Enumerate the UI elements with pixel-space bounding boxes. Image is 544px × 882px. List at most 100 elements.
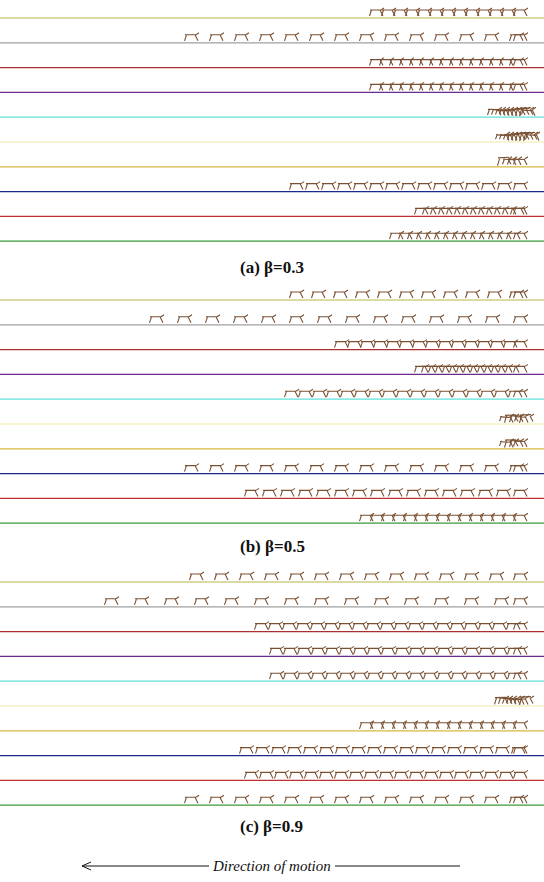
walker-figure: [471, 206, 486, 214]
walker-figure: [453, 389, 468, 397]
walker-figure: [410, 464, 425, 472]
walker-figure: [354, 646, 369, 654]
walker-figure: [444, 290, 459, 298]
walker-figure: [480, 746, 495, 754]
walker-figure: [514, 464, 529, 472]
walker-figure: [310, 464, 325, 472]
ground-line: [0, 141, 544, 142]
walker-figure: [150, 315, 165, 323]
walker-figure: [383, 389, 398, 397]
walker-figure: [435, 597, 450, 605]
walker-figure: [306, 182, 321, 190]
walker-figure: [380, 58, 395, 66]
walker-figure: [360, 795, 375, 803]
walker-figure: [312, 646, 327, 654]
walker-figure: [260, 464, 275, 472]
walker-figure: [256, 746, 271, 754]
ground-line: [0, 42, 544, 43]
walker-figure: [514, 182, 529, 190]
walker-figure: [270, 646, 285, 654]
walker-figure: [299, 389, 314, 397]
walker-figure: [466, 290, 481, 298]
walker-figure: [493, 622, 508, 630]
walker-figure: [479, 622, 494, 630]
walker-figure: [340, 572, 355, 580]
walker-figure: [417, 231, 432, 239]
ground-line: [0, 349, 544, 350]
walker-figure: [420, 58, 435, 66]
walker-figure: [510, 290, 525, 298]
walker-figure: [440, 572, 455, 580]
ground-line: [0, 681, 544, 682]
walker-figure: [495, 389, 510, 397]
walker-figure: [368, 671, 383, 679]
walker-figure: [312, 290, 327, 298]
walker-figure: [479, 206, 494, 214]
walker-figure: [460, 58, 475, 66]
walker-figure: [320, 770, 335, 778]
ground-line: [0, 606, 544, 607]
arrow-head: [82, 862, 91, 870]
walker-figure: [462, 231, 477, 239]
walker-figure: [520, 414, 535, 423]
walker-figure: [489, 231, 504, 239]
walker-figure: [466, 671, 481, 679]
walker-figure: [426, 340, 441, 348]
walker-figure: [514, 58, 529, 66]
walker-figure: [400, 290, 415, 298]
walker-figure: [240, 572, 255, 580]
walker-figure: [340, 646, 355, 654]
walker-figure: [410, 770, 425, 778]
walker-figure: [265, 572, 280, 580]
walker-figure: [415, 206, 430, 214]
walker-figure: [326, 646, 341, 654]
walker-figure: [322, 182, 337, 190]
walker-figure: [458, 315, 473, 323]
walker-figure: [210, 464, 225, 472]
walker-figure: [479, 488, 494, 496]
walker-figure: [340, 671, 355, 679]
walker-figure: [400, 340, 415, 348]
walker-figure: [310, 33, 325, 41]
ground-line: [0, 473, 544, 474]
walker-figure: [511, 206, 526, 214]
walker-figure: [451, 622, 466, 630]
walker-figure: [461, 488, 476, 496]
walker-figure: [514, 33, 529, 41]
ground-line: [0, 448, 544, 449]
walker-figure: [390, 572, 405, 580]
walker-figure: [415, 572, 430, 580]
walker-figure: [190, 572, 205, 580]
walker-figure: [423, 206, 438, 214]
walker-figure: [453, 231, 468, 239]
walker-figure: [520, 696, 535, 705]
walker-figure: [418, 182, 433, 190]
walker-figure: [452, 646, 467, 654]
walker-figure: [510, 795, 525, 803]
ground-line: [0, 117, 544, 118]
walker-figure: [514, 439, 529, 447]
walker-figure: [455, 770, 470, 778]
walker-figure: [336, 746, 351, 754]
walker-figure: [382, 671, 397, 679]
walker-figure: [416, 746, 431, 754]
walker-figure: [210, 33, 225, 41]
walker-figure: [335, 770, 350, 778]
walker-figure: [466, 646, 481, 654]
walker-figure: [514, 8, 529, 16]
walker-figure: [195, 597, 210, 605]
walker-figure: [409, 622, 424, 630]
walker-figure: [390, 231, 405, 239]
walker-figure: [320, 746, 335, 754]
walker-figure: [482, 182, 497, 190]
walker-figure: [495, 597, 510, 605]
ground-line: [0, 166, 544, 167]
walker-figure: [510, 82, 525, 90]
walker-figure: [390, 58, 405, 66]
walker-figure: [485, 33, 500, 41]
walker-figure: [438, 646, 453, 654]
walker-figure: [304, 746, 319, 754]
walker-figure: [500, 770, 515, 778]
walker-figure: [210, 795, 225, 803]
